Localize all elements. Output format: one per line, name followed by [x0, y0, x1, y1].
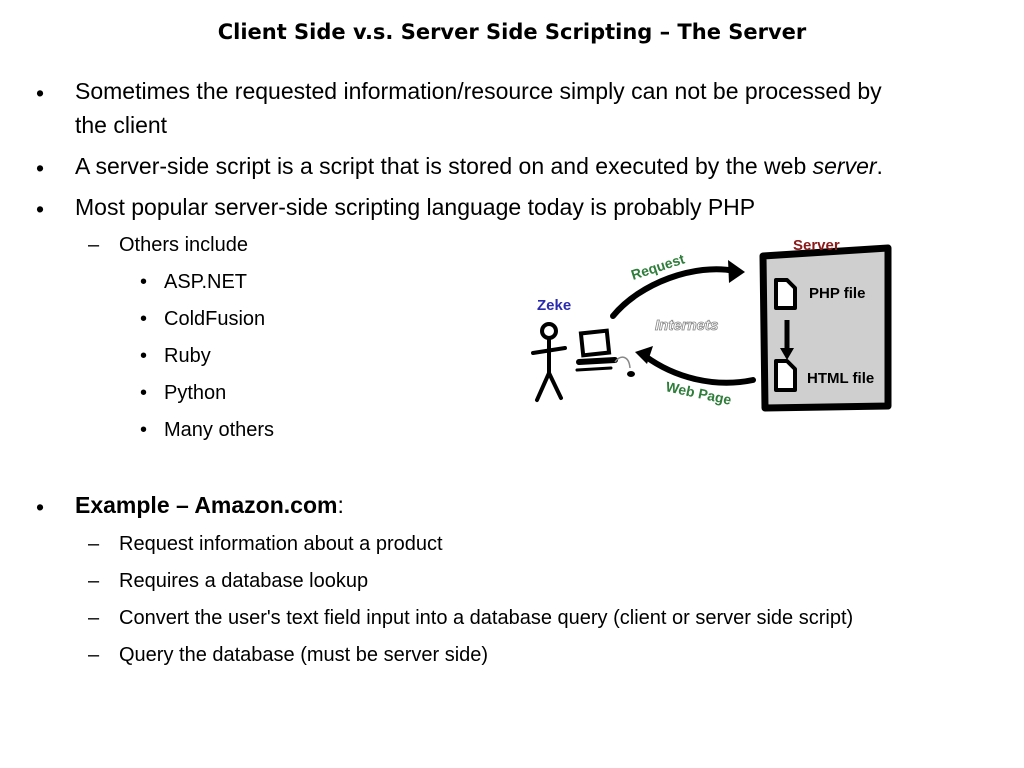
php-file-icon	[774, 278, 797, 310]
internets-label: Internets	[655, 317, 718, 334]
dash-marker: –	[88, 570, 100, 592]
example-heading-colon: :	[337, 492, 344, 518]
client-server-diagram: Server PHP file HTML file Request Intern…	[531, 237, 892, 412]
example-step: Request information about a product	[119, 533, 443, 555]
example-step: Requires a database lookup	[119, 570, 369, 592]
sub-bullet-marker: •	[140, 382, 148, 404]
computer-icon	[575, 328, 635, 377]
language-item: Many others	[164, 419, 275, 441]
dash-marker: –	[88, 234, 100, 256]
web-page-arrow-head	[635, 346, 653, 364]
bullet-1-text: Sometimes the requested information/reso…	[75, 78, 882, 104]
bullet-marker: •	[36, 494, 45, 520]
example-heading: Example – Amazon.com:	[75, 492, 344, 519]
language-item: Python	[164, 382, 227, 404]
sub-bullet-marker: •	[140, 271, 148, 293]
language-item: ASP.NET	[164, 271, 247, 293]
dash-marker: –	[88, 644, 100, 666]
language-item: ColdFusion	[164, 308, 266, 330]
bullet-2-emphasis: server	[812, 153, 877, 179]
request-arrow-head	[728, 260, 745, 283]
bullet-2-main: A server-side script is a script that is…	[75, 153, 813, 179]
bullet-1-continuation: the client	[75, 112, 168, 138]
example-heading-bold: Example – Amazon.com	[75, 492, 338, 518]
bullet-marker: •	[36, 196, 45, 222]
example-step: Query the database (must be server side)	[119, 644, 489, 666]
dash-marker: –	[88, 533, 100, 555]
bullet-3-text: Most popular server-side scripting langu…	[75, 194, 756, 220]
request-arrow	[610, 266, 738, 319]
zeke-label: Zeke	[537, 297, 571, 314]
web-page-arrow	[642, 353, 756, 386]
down-arrow-head	[780, 348, 794, 360]
php-file-label: PHP file	[809, 285, 865, 302]
sub-bullet-marker: •	[140, 308, 148, 330]
language-item: Ruby	[164, 345, 211, 367]
dash-marker: –	[88, 607, 100, 629]
stick-figure-icon	[531, 322, 567, 402]
bullet-marker: •	[36, 80, 45, 106]
server-label: Server	[793, 237, 840, 254]
html-file-icon	[774, 359, 797, 392]
others-include: Others include	[119, 234, 248, 256]
bullet-2-period: .	[876, 153, 883, 179]
example-step: Convert the user's text field input into…	[119, 607, 854, 629]
sub-bullet-marker: •	[140, 345, 148, 367]
bullet-2-text: A server-side script is a script that is…	[75, 153, 883, 180]
slide-title: Client Side v.s. Server Side Scripting –…	[217, 20, 807, 44]
html-file-label: HTML file	[807, 370, 874, 387]
bullet-marker: •	[36, 155, 45, 181]
sub-bullet-marker: •	[140, 419, 148, 441]
